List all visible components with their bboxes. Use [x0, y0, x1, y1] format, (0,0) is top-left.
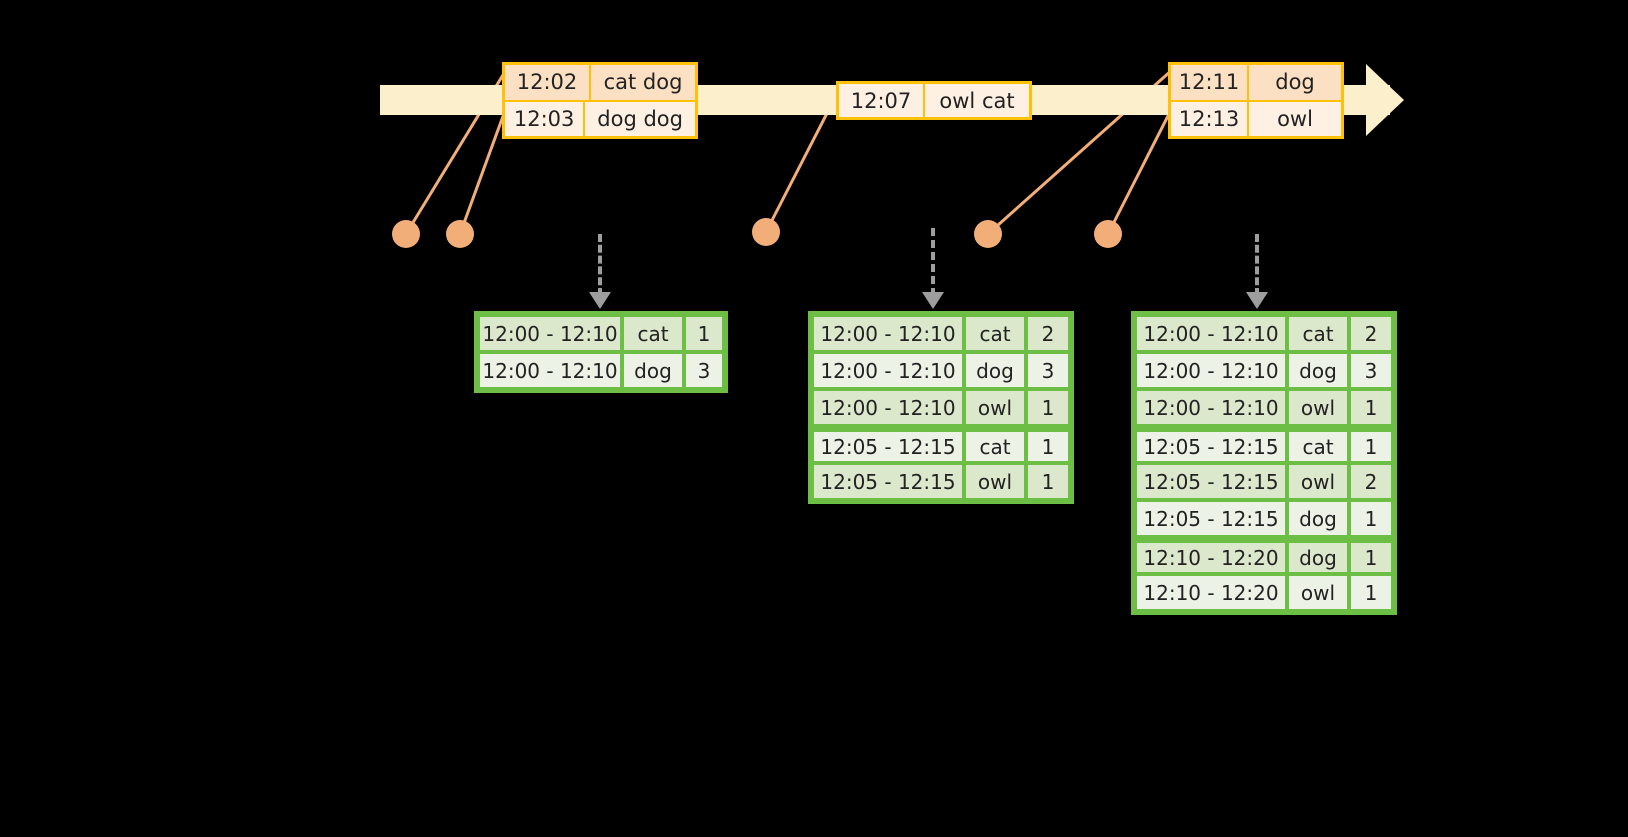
window-cell: 12:00 - 12:10: [1135, 352, 1287, 389]
window-cell: 12:05 - 12:15: [1135, 430, 1287, 463]
dashed-arrow-head-1: [589, 292, 611, 309]
window-cell: 12:10 - 12:20: [1135, 574, 1287, 611]
key-cell: owl: [1287, 389, 1349, 426]
event-words: dog dog: [585, 101, 695, 136]
count-cell: 3: [684, 352, 724, 389]
event-box-3[interactable]: 12:11 dog 12:13 owl: [1168, 62, 1344, 139]
dashed-arrow-shaft-2: [931, 228, 939, 296]
key-cell: cat: [964, 315, 1026, 352]
dot-1207: [752, 218, 780, 246]
key-cell: owl: [964, 463, 1026, 500]
event-time: 12:02: [505, 65, 591, 100]
window-cell: 12:00 - 12:10: [812, 315, 964, 352]
count-cell: 1: [1349, 541, 1393, 574]
key-cell: owl: [964, 389, 1026, 426]
window-cell: 12:05 - 12:15: [1135, 463, 1287, 500]
dot-1213: [1094, 220, 1122, 248]
key-cell: owl: [1287, 574, 1349, 611]
dashed-arrow-head-2: [922, 292, 944, 309]
key-cell: dog: [1287, 541, 1349, 574]
window-cell: 12:10 - 12:20: [1135, 541, 1287, 574]
key-cell: cat: [964, 430, 1026, 463]
dot-1203: [446, 220, 474, 248]
dot-1211: [974, 220, 1002, 248]
event-words: owl: [1249, 101, 1341, 136]
key-cell: dog: [622, 352, 684, 389]
count-cell: 2: [1349, 315, 1393, 352]
window-cell: 12:00 - 12:10: [812, 389, 964, 426]
count-cell: 1: [1026, 430, 1070, 463]
event-row: 12:03 dog dog: [505, 99, 695, 136]
count-cell: 1: [1349, 389, 1393, 426]
window-cell: 12:00 - 12:10: [478, 315, 622, 352]
key-cell: cat: [1287, 315, 1349, 352]
event-time: 12:13: [1171, 101, 1249, 136]
window-cell: 12:00 - 12:10: [1135, 389, 1287, 426]
key-cell: cat: [622, 315, 684, 352]
window-cell: 12:00 - 12:10: [812, 352, 964, 389]
dashed-arrow-shaft-3: [1255, 234, 1263, 296]
event-box-1[interactable]: 12:02 cat dog 12:03 dog dog: [502, 62, 698, 139]
event-time: 12:11: [1171, 65, 1249, 100]
window-cell: 12:05 - 12:15: [1135, 500, 1287, 537]
key-cell: dog: [1287, 500, 1349, 537]
window-cell: 12:05 - 12:15: [812, 463, 964, 500]
key-cell: cat: [1287, 430, 1349, 463]
count-cell: 3: [1026, 352, 1070, 389]
event-time: 12:07: [839, 84, 925, 117]
event-row: 12:02 cat dog: [505, 65, 695, 100]
dashed-arrow-head-3: [1246, 292, 1268, 309]
event-row: 12:13 owl: [1171, 99, 1341, 136]
event-words: cat dog: [591, 65, 695, 100]
event-words: owl cat: [925, 84, 1029, 117]
key-cell: dog: [1287, 352, 1349, 389]
event-row: 12:07 owl cat: [839, 84, 1029, 117]
event-row: 12:11 dog: [1171, 65, 1341, 100]
count-cell: 2: [1026, 315, 1070, 352]
window-cell: 12:00 - 12:10: [478, 352, 622, 389]
count-cell: 1: [1349, 430, 1393, 463]
key-cell: dog: [964, 352, 1026, 389]
count-cell: 1: [684, 315, 724, 352]
window-cell: 12:00 - 12:10: [1135, 315, 1287, 352]
window-cell: 12:05 - 12:15: [812, 430, 964, 463]
count-cell: 3: [1349, 352, 1393, 389]
dot-1202: [392, 220, 420, 248]
dashed-arrow-shaft-1: [598, 234, 606, 296]
timeline-arrow-icon: [1366, 64, 1404, 136]
count-cell: 1: [1349, 500, 1393, 537]
count-cell: 1: [1026, 463, 1070, 500]
count-cell: 1: [1026, 389, 1070, 426]
count-cell: 2: [1349, 463, 1393, 500]
event-time: 12:03: [505, 101, 586, 136]
key-cell: owl: [1287, 463, 1349, 500]
count-cell: 1: [1349, 574, 1393, 611]
event-box-2[interactable]: 12:07 owl cat: [836, 81, 1032, 120]
event-words: dog: [1249, 65, 1341, 100]
